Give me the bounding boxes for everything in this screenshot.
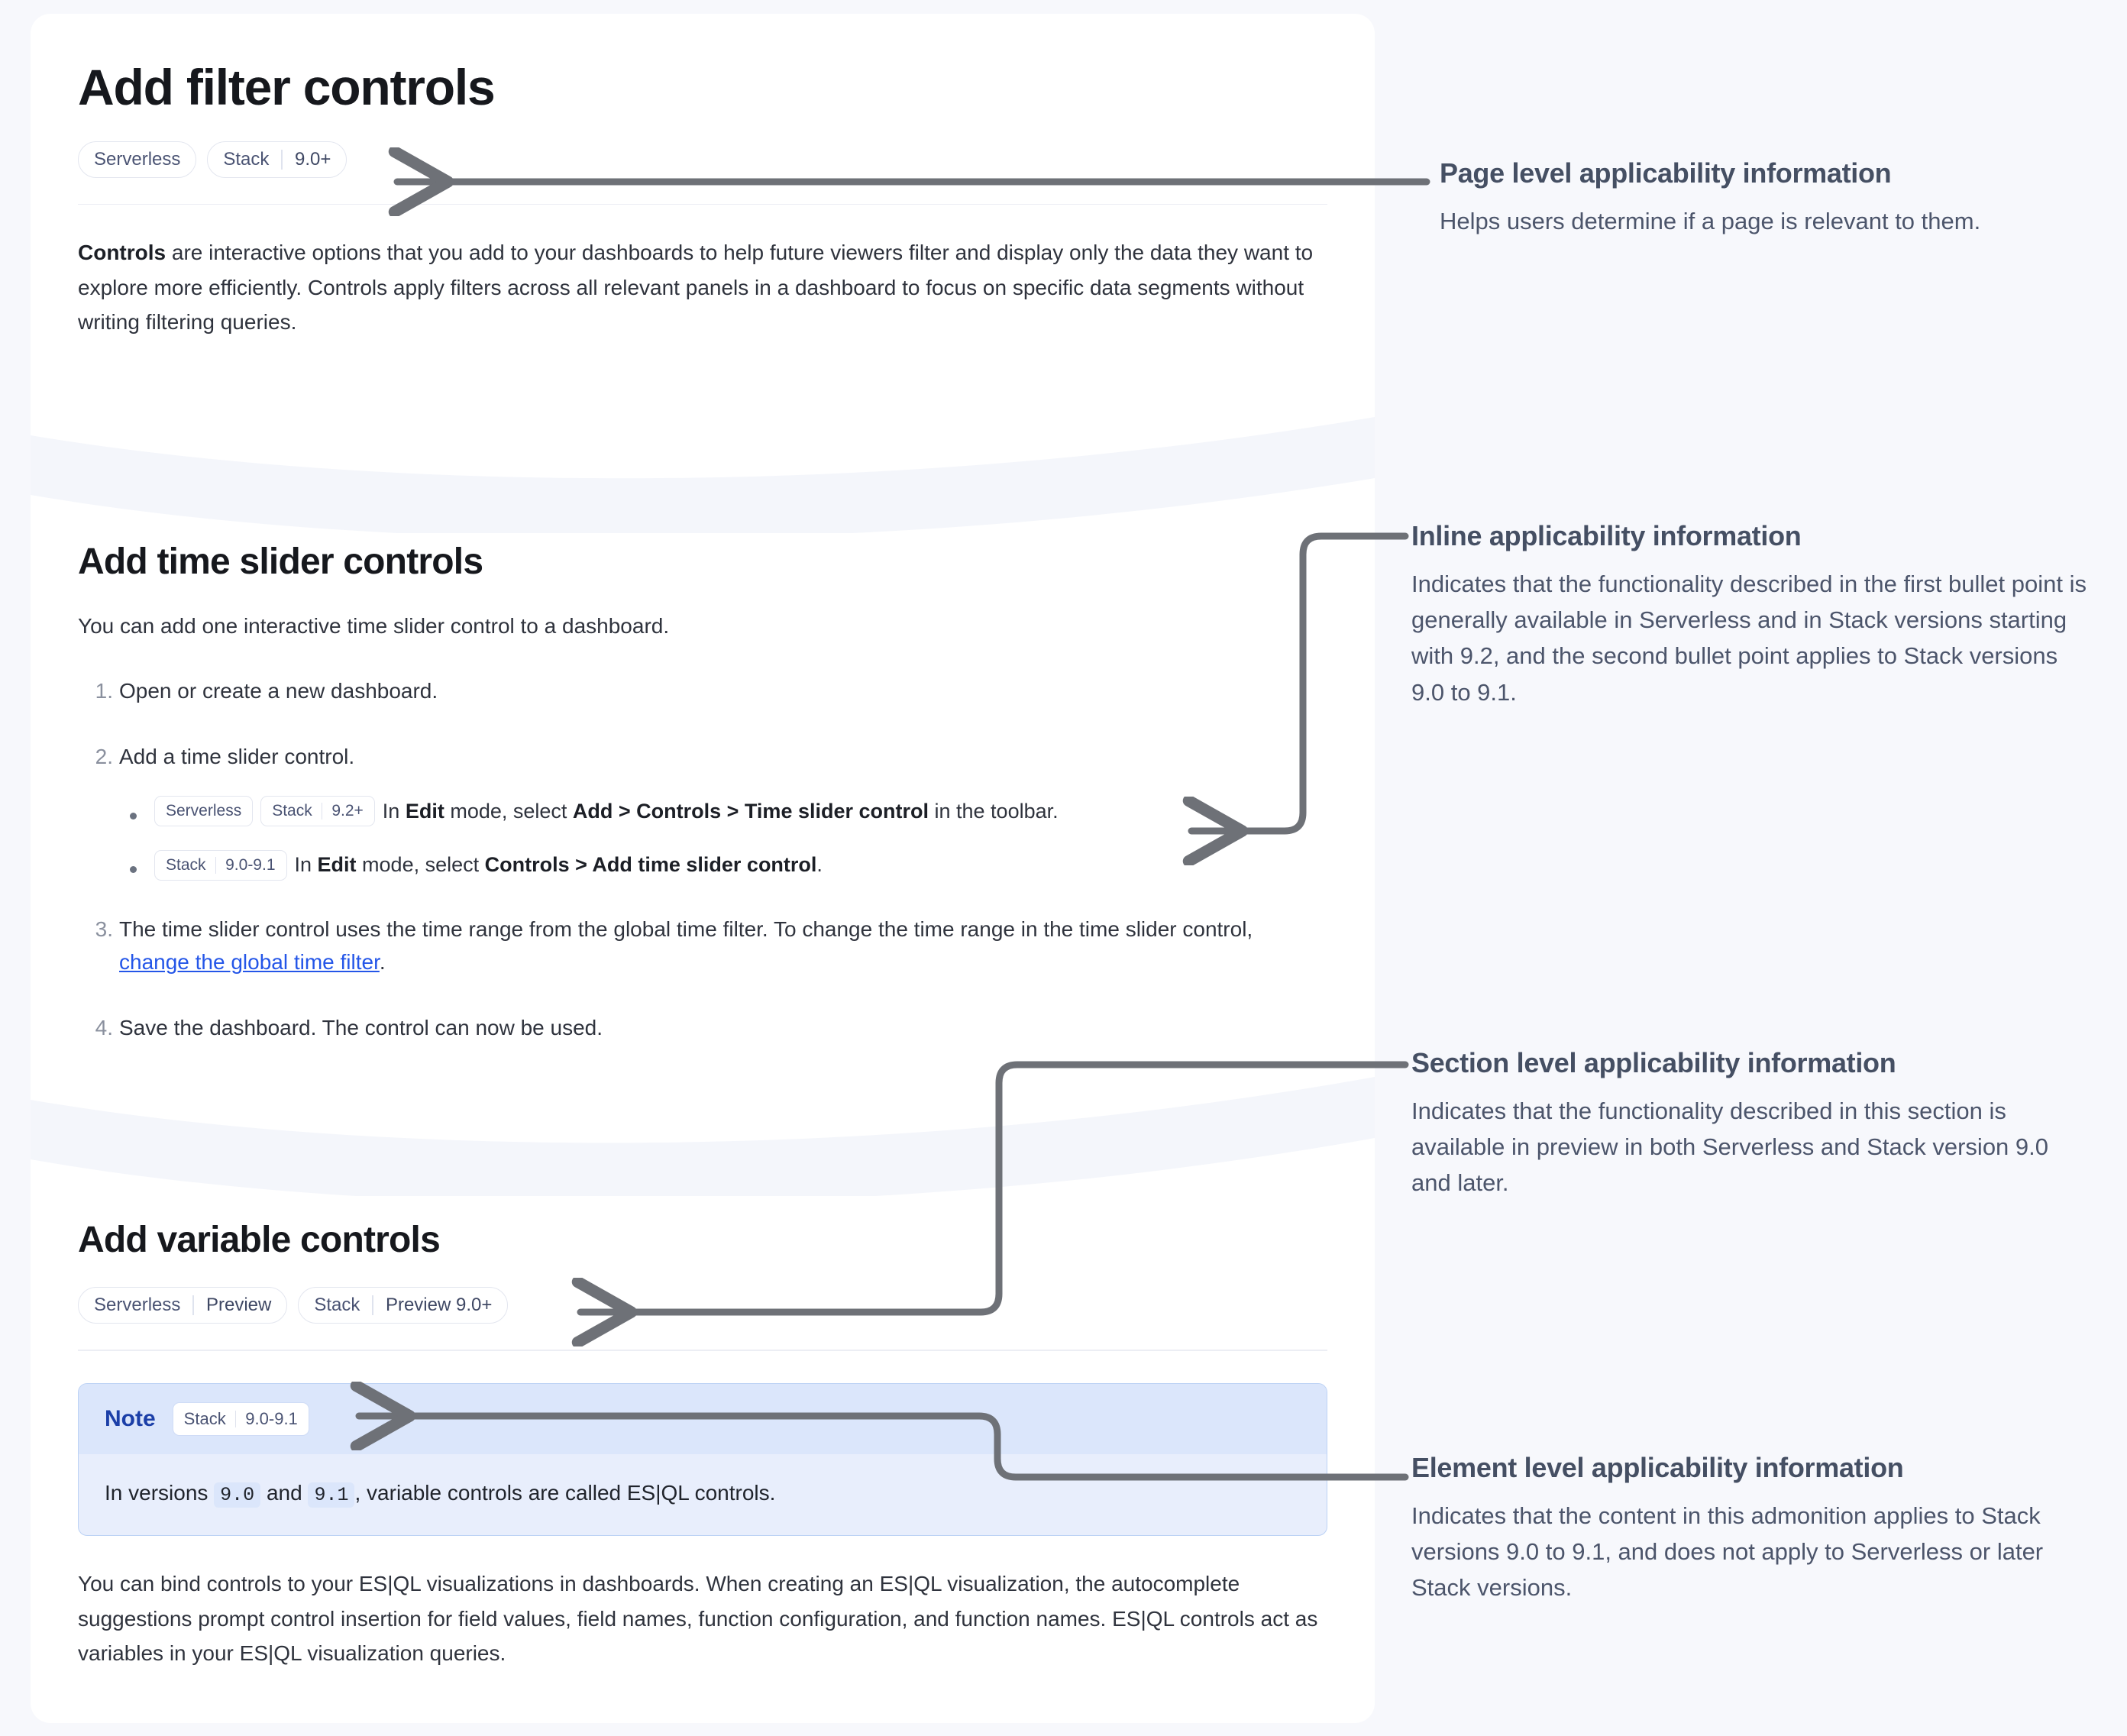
step-item-2: Add a time slider control. Serverless St… <box>31 740 1375 881</box>
variable-controls-section: Add variable controls Serverless Preview… <box>31 1219 1375 1670</box>
annotation-title: Element level applicability information <box>1411 1452 1904 1483</box>
badge-name: Stack <box>183 1408 226 1428</box>
step-text: Open or create a new dashboard. <box>119 679 438 703</box>
badge-serverless[interactable]: Serverless <box>78 141 197 178</box>
intro-rest: are interactive options that you add to … <box>78 241 1314 334</box>
time-slider-section: Add time slider controls You can add one… <box>31 541 1375 1045</box>
note-text: In versions <box>105 1480 215 1505</box>
section-divider <box>78 1350 1327 1351</box>
annotation-body: Helps users determine if a page is relev… <box>1440 208 1981 235</box>
badge-divider <box>192 1295 194 1316</box>
annotation-body: Indicates that the functionality describ… <box>1411 571 2087 706</box>
sub-bullet-1: Serverless Stack 9.2+ In Edit mode, sele… <box>119 796 1327 827</box>
section-applicability-badges: Serverless Preview Stack Preview 9.0+ <box>31 1287 1375 1324</box>
annotation-element-level: Element level applicability information … <box>1411 1451 2099 1606</box>
badge-name: Stack <box>223 148 270 170</box>
time-slider-intro: You can add one interactive time slider … <box>78 614 670 638</box>
section-wave-separator-1 <box>31 388 1375 533</box>
sub-bullet-2: Stack 9.0-9.1 In Edit mode, select Contr… <box>119 849 1327 881</box>
documentation-page-card: Add filter controls Serverless Stack 9.0… <box>31 14 1375 1723</box>
txt: in the toolbar. <box>929 799 1059 823</box>
annotation-section-level: Section level applicability information … <box>1411 1046 2091 1201</box>
inline-badge-stack-90-91[interactable]: Stack 9.0-9.1 <box>154 849 287 881</box>
step-item-3: The time slider control uses the time ra… <box>31 913 1375 979</box>
time-slider-steps: Open or create a new dashboard. Add a ti… <box>31 674 1375 1044</box>
badge-serverless-preview[interactable]: Serverless Preview <box>78 1287 288 1324</box>
note-body: In versions 9.0 and 9.1, variable contro… <box>79 1454 1327 1536</box>
step-item-4: Save the dashboard. The control can now … <box>31 1011 1375 1045</box>
badge-name: Serverless <box>94 148 181 170</box>
header-divider <box>78 203 1327 205</box>
txt-bold: Add > Controls > Time slider control <box>572 799 929 823</box>
time-slider-sub-bullets: Serverless Stack 9.2+ In Edit mode, sele… <box>119 796 1327 881</box>
note-admonition: Note Stack 9.0-9.1 In versions 9.0 and 9… <box>78 1382 1327 1537</box>
intro-lead: Controls <box>78 241 166 265</box>
annotation-title: Inline applicability information <box>1411 520 1802 551</box>
note-badge-stack-90-91[interactable]: Stack 9.0-9.1 <box>172 1401 309 1436</box>
annotation-title: Section level applicability information <box>1411 1047 1896 1078</box>
txt: In <box>382 799 406 823</box>
note-text: and <box>260 1480 309 1505</box>
badge-divider <box>321 803 323 820</box>
intro-paragraph: Controls are interactive options that yo… <box>31 205 1375 339</box>
badge-divider <box>372 1295 373 1316</box>
badge-name: Stack <box>314 1295 360 1316</box>
txt: . <box>816 853 823 877</box>
badge-version: 9.0-9.1 <box>245 1408 298 1428</box>
badge-name: Serverless <box>166 802 242 820</box>
note-header: Note Stack 9.0-9.1 <box>79 1383 1327 1454</box>
page-applicability-badges: Serverless Stack 9.0+ <box>31 141 1375 178</box>
step-text: Save the dashboard. The control can now … <box>119 1015 603 1039</box>
section-heading-variable-controls: Add variable controls <box>78 1220 441 1260</box>
annotation-title: Page level applicability information <box>1440 157 1892 189</box>
step-text-after: . <box>379 950 386 975</box>
badge-version: 9.0-9.1 <box>225 855 276 874</box>
badge-stack[interactable]: Stack 9.0+ <box>207 141 347 178</box>
section-wave-separator-2 <box>31 1051 1375 1196</box>
badge-divider <box>234 1410 237 1427</box>
step-item-1: Open or create a new dashboard. <box>31 674 1375 708</box>
badge-version: 9.2+ <box>331 802 364 820</box>
txt-bold: Edit <box>405 799 444 823</box>
page-title: Add filter controls <box>78 59 496 115</box>
badge-name: Stack <box>272 802 312 820</box>
section-heading-time-slider: Add time slider controls <box>78 541 483 582</box>
note-label: Note <box>105 1405 156 1431</box>
badge-lifecycle: Preview <box>205 1295 272 1316</box>
badge-stack-preview-90[interactable]: Stack Preview 9.0+ <box>298 1287 509 1324</box>
annotation-page-level: Page level applicability information Hel… <box>1440 157 2112 239</box>
badge-name: Stack <box>166 855 206 874</box>
inline-badge-serverless[interactable]: Serverless <box>154 796 254 827</box>
txt: mode, select <box>444 799 573 823</box>
inline-badge-stack-92[interactable]: Stack 9.2+ <box>260 796 375 827</box>
txt: mode, select <box>356 853 485 877</box>
annotation-body: Indicates that the functionality describ… <box>1411 1098 2049 1197</box>
badge-lifecycle-version: Preview 9.0+ <box>385 1295 493 1316</box>
code-version-90: 9.0 <box>214 1482 261 1508</box>
annotation-body: Indicates that the content in this admon… <box>1411 1502 2044 1602</box>
variable-controls-closing-paragraph: You can bind controls to your ES|QL visu… <box>78 1572 1318 1665</box>
txt-bold: Controls > Add time slider control <box>484 853 817 877</box>
code-version-91: 9.1 <box>308 1482 355 1508</box>
annotation-inline-level: Inline applicability information Indicat… <box>1411 519 2091 710</box>
badge-version: 9.0+ <box>295 148 331 170</box>
badge-name: Serverless <box>94 1295 181 1316</box>
note-text: , variable controls are called ES|QL con… <box>354 1480 776 1505</box>
txt: In <box>294 853 318 877</box>
badge-divider <box>215 856 217 874</box>
step-text: Add a time slider control. <box>119 744 355 768</box>
global-time-filter-link[interactable]: change the global time filter <box>119 950 380 975</box>
step-text: The time slider control uses the time ra… <box>119 916 1253 941</box>
txt-bold: Edit <box>317 853 357 877</box>
badge-divider <box>281 149 283 170</box>
sub-bullet-text: In Edit mode, select Add > Controls > Ti… <box>383 796 1059 827</box>
sub-bullet-text: In Edit mode, select Controls > Add time… <box>295 849 823 881</box>
page-header-section: Add filter controls Serverless Stack 9.0… <box>31 14 1375 339</box>
